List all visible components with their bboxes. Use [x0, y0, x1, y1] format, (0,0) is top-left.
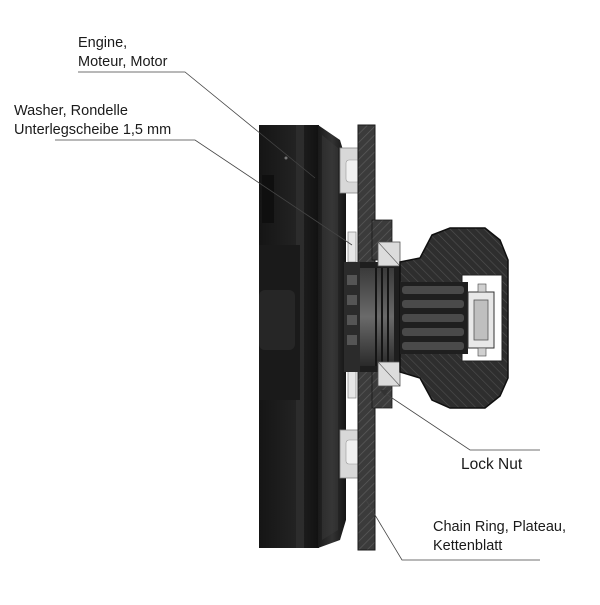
- chain-ring-label-line2: Kettenblatt: [433, 538, 503, 554]
- lock-nut-part: [377, 241, 401, 387]
- engine-body: [259, 125, 346, 548]
- lock-nut-label: Lock Nut: [461, 455, 522, 474]
- chain-ring-label-line1: Chain Ring, Plateau,: [433, 519, 566, 535]
- washer-label-line1: Washer, Rondelle: [14, 103, 128, 119]
- washer-label: Washer, Rondelle Unterlegscheibe 1,5 mm: [14, 102, 171, 140]
- drive-shaft: [344, 262, 400, 372]
- engine-label-line2: Moteur, Motor: [78, 54, 168, 70]
- washer-leader: [55, 139, 353, 246]
- knob: [399, 227, 509, 409]
- engine-label: Engine, Moteur, Motor: [78, 34, 167, 72]
- lock-nut-arrowhead: [380, 390, 388, 396]
- leader-lines: [55, 71, 540, 561]
- engine-label-line1: Engine,: [78, 35, 128, 51]
- lock-nut-leader: [379, 389, 540, 451]
- upper-bolt: [339, 147, 361, 194]
- engine-leader: [78, 71, 316, 179]
- chain-ring-label: Chain Ring, Plateau, Kettenblatt: [433, 518, 566, 556]
- washer-label-line2: Unterlegscheibe 1,5 mm: [14, 122, 172, 138]
- lock-nut-label-text: Lock Nut: [461, 456, 523, 473]
- chain-ring-leader: [365, 499, 540, 561]
- lower-bolt: [339, 429, 361, 479]
